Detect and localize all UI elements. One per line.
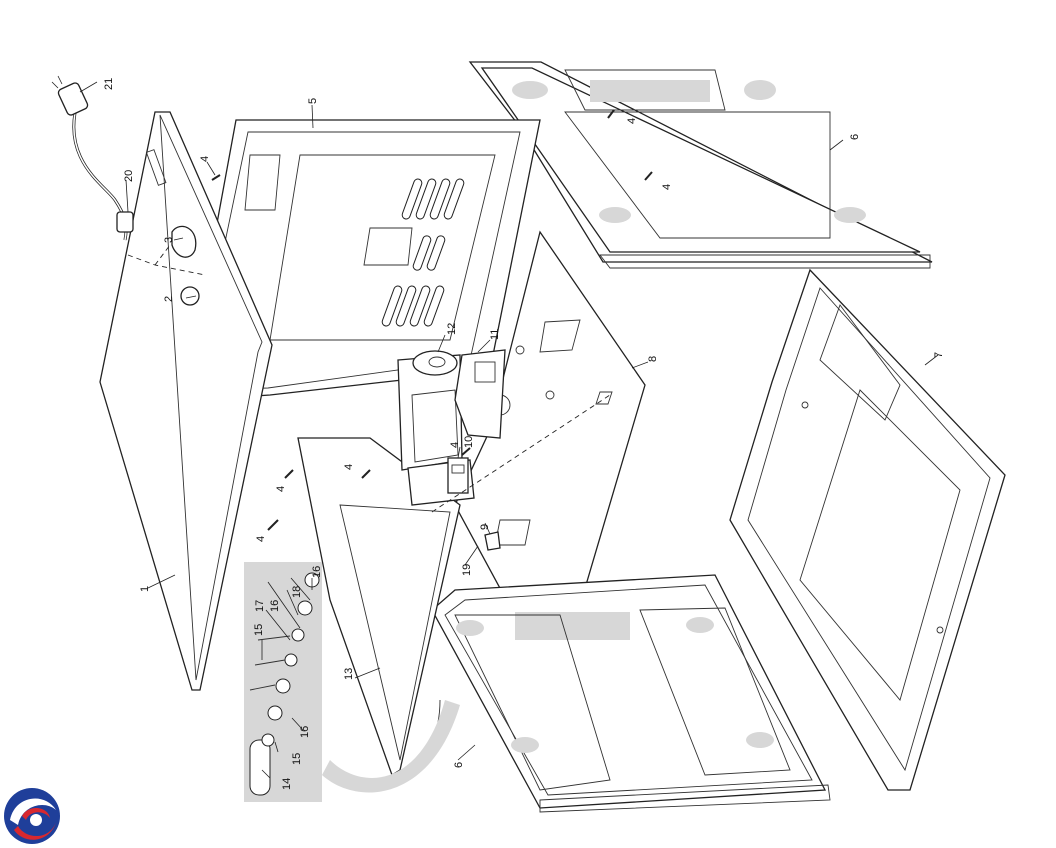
callout-20: 20 (123, 170, 135, 182)
oven-cavity (189, 119, 541, 401)
callout-4c: 4 (661, 184, 673, 190)
callout-9: 9 (479, 524, 491, 530)
fan-motor (397, 350, 475, 506)
callout-12: 12 (446, 323, 458, 335)
bottom-panel (729, 268, 1006, 791)
callout-6b: 6 (453, 762, 465, 768)
callout-1: 1 (139, 586, 151, 592)
screws (211, 109, 653, 531)
callouts: 1 2 3 4 4 4 4 4 4 4 5 6 6 7 8 9 10 11 12… (103, 78, 945, 790)
callout-18: 18 (291, 586, 303, 598)
cable-clamp-3 (171, 225, 197, 258)
callout-4b: 4 (626, 118, 638, 124)
terminal-block-2 (180, 286, 200, 306)
callout-15b: 15 (253, 624, 265, 636)
callout-16a: 16 (299, 726, 311, 738)
callout-21: 21 (103, 78, 115, 90)
callout-4e: 4 (255, 536, 267, 542)
clip (484, 531, 501, 551)
callout-14: 14 (281, 778, 293, 790)
callout-16c: 16 (311, 566, 323, 578)
power-cord (51, 75, 134, 241)
side-panel-bottom (431, 574, 831, 813)
vent-slots (363, 178, 465, 327)
switch-block (447, 457, 469, 494)
callout-15a: 15 (291, 753, 303, 765)
callout-13: 13 (343, 668, 355, 680)
callout-5: 5 (307, 98, 319, 104)
motor-bracket (454, 349, 506, 439)
leader-lines (79, 81, 939, 779)
callout-3: 3 (163, 237, 175, 243)
callout-8: 8 (647, 356, 659, 362)
callout-6a: 6 (849, 134, 861, 140)
callout-16b: 16 (269, 600, 281, 612)
assembly-lines (127, 244, 611, 513)
callout-4a: 4 (199, 156, 211, 162)
callout-19: 19 (461, 564, 473, 576)
callout-7: 7 (933, 352, 945, 358)
callout-4d: 4 (275, 486, 287, 492)
callout-4f: 4 (343, 464, 355, 470)
side-panel-top (468, 61, 933, 269)
outer-wrap-panel (99, 111, 273, 691)
callout-4g: 4 (449, 442, 461, 448)
callout-11: 11 (489, 329, 501, 340)
callout-2: 2 (163, 296, 175, 302)
callout-10: 10 (463, 436, 475, 448)
brand-logo (4, 788, 60, 844)
callout-17: 17 (254, 600, 266, 612)
